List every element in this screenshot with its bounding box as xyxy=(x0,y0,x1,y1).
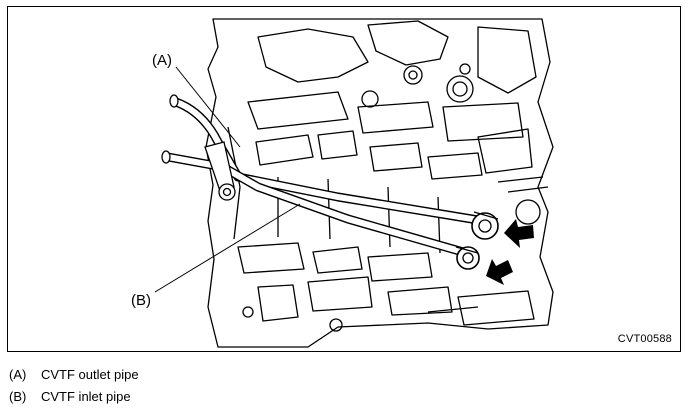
figure-frame: (A) (B) CVT00588 xyxy=(7,6,681,352)
arrow-icon-outlet xyxy=(504,219,534,248)
legend-text: CVTF inlet pipe xyxy=(41,389,131,404)
legend-key: (A) xyxy=(9,367,27,382)
legend: (A) CVTF outlet pipe (B) CVTF inlet pipe xyxy=(9,364,139,408)
legend-item: (A) CVTF outlet pipe xyxy=(9,364,139,386)
callout-a: (A) xyxy=(152,52,172,69)
leader-lines xyxy=(154,66,301,293)
legend-item: (B) CVTF inlet pipe xyxy=(9,386,139,408)
callout-b: (B) xyxy=(131,292,151,309)
figure-code: CVT00588 xyxy=(617,333,672,345)
legend-key: (B) xyxy=(9,389,27,404)
arrow-icon-inlet xyxy=(486,259,513,285)
pipe-clamp-bolt xyxy=(204,141,236,201)
transmission-illustration xyxy=(154,18,554,348)
legend-text: CVTF outlet pipe xyxy=(41,367,139,382)
cvtf-inlet-pipe xyxy=(161,150,480,270)
